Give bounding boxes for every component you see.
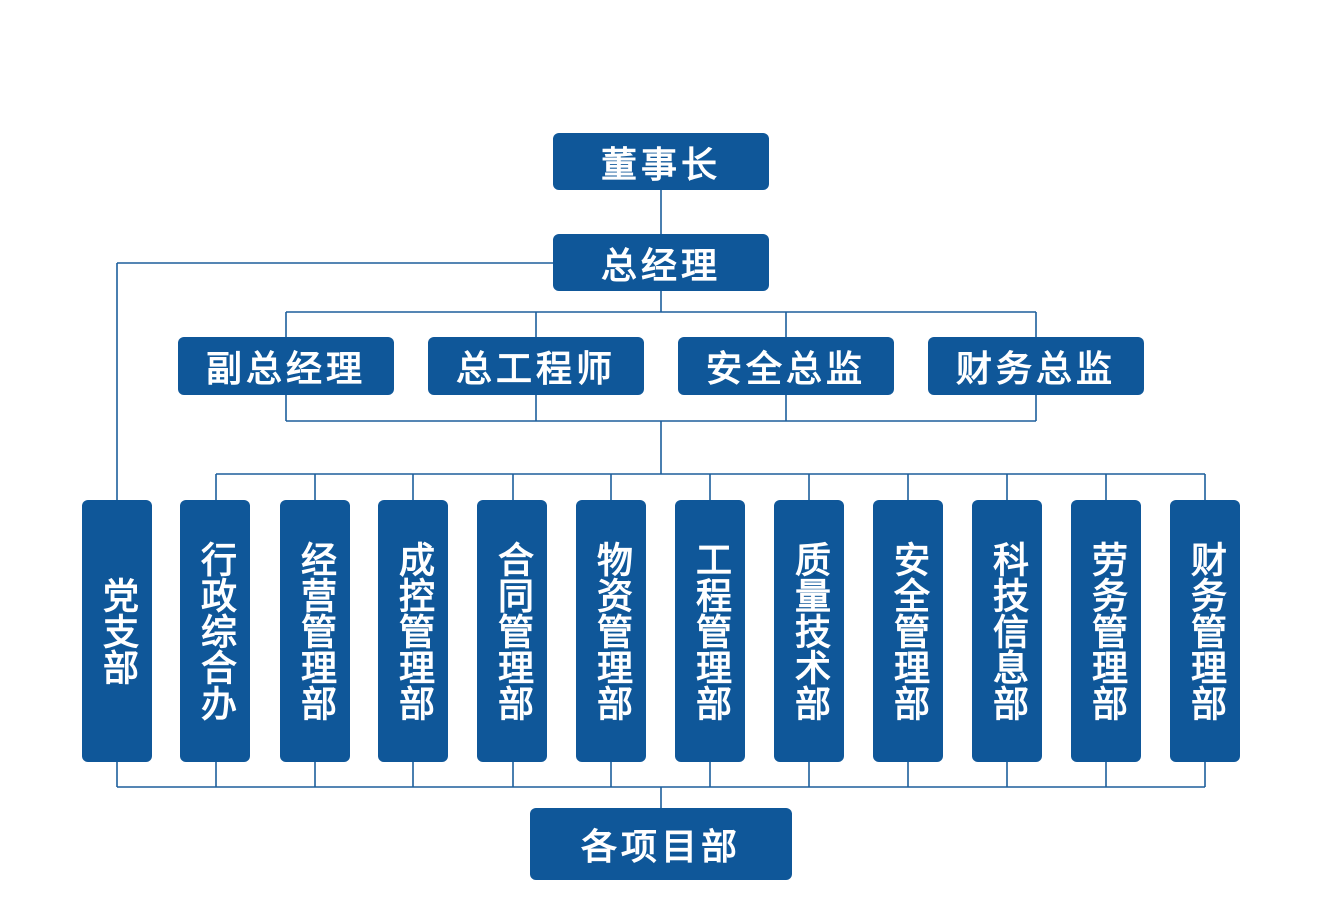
labor-management-dept-box[interactable]: 劳务管理部 — [1071, 500, 1141, 762]
general-manager-box[interactable]: 总经理 — [553, 234, 769, 291]
party-branch-box[interactable]: 党支部 — [82, 500, 152, 762]
safety-management-dept-box[interactable]: 安全管理部 — [873, 500, 943, 762]
chairman-box[interactable]: 董事长 — [553, 133, 769, 190]
project-departments-box[interactable]: 各项目部 — [530, 808, 792, 880]
deputy-general-manager-box[interactable]: 副总经理 — [178, 337, 394, 395]
administration-office-box[interactable]: 行政综合办 — [180, 500, 250, 762]
quality-technology-dept-box[interactable]: 质量技术部 — [774, 500, 844, 762]
technology-information-dept-box[interactable]: 科技信息部 — [972, 500, 1042, 762]
contract-management-dept-box[interactable]: 合同管理部 — [477, 500, 547, 762]
finance-director-box[interactable]: 财务总监 — [928, 337, 1144, 395]
finance-management-dept-box[interactable]: 财务管理部 — [1170, 500, 1240, 762]
cost-control-dept-box[interactable]: 成控管理部 — [378, 500, 448, 762]
chief-engineer-box[interactable]: 总工程师 — [428, 337, 644, 395]
business-management-dept-box[interactable]: 经营管理部 — [280, 500, 350, 762]
engineering-management-dept-box[interactable]: 工程管理部 — [675, 500, 745, 762]
safety-director-box[interactable]: 安全总监 — [678, 337, 894, 395]
materials-management-dept-box[interactable]: 物资管理部 — [576, 500, 646, 762]
